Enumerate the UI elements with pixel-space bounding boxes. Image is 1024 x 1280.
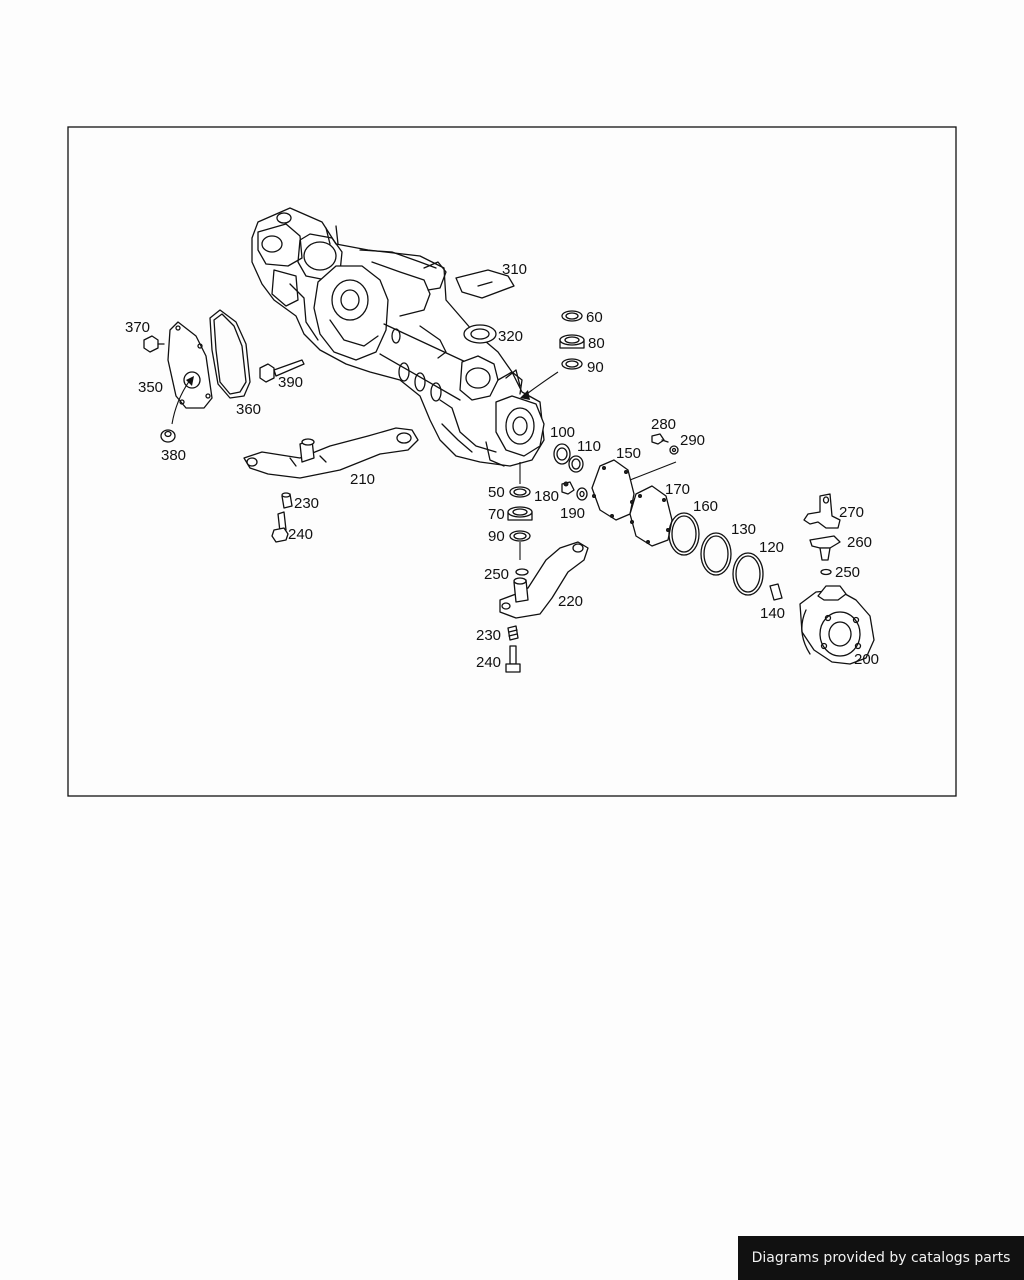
callout-220: 220 — [558, 593, 583, 610]
plate-310 — [455, 269, 515, 299]
nipple-180 — [561, 481, 575, 495]
callout-90-top: 90 — [587, 359, 604, 376]
callout-310: 310 — [502, 261, 527, 278]
callout-260: 260 — [847, 534, 872, 551]
steering-lever-210 — [243, 427, 419, 479]
callout-280: 280 — [651, 416, 676, 433]
bracket-270 — [803, 493, 841, 529]
gasket-170 — [629, 485, 673, 547]
callout-250-center: 250 — [484, 566, 509, 583]
ring-160 — [668, 512, 700, 556]
callout-130: 130 — [731, 521, 756, 538]
credit-banner: Diagrams provided by catalogs parts — [738, 1236, 1024, 1280]
diagram-frame — [67, 126, 957, 797]
callout-270: 270 — [839, 504, 864, 521]
callout-240-bottom: 240 — [476, 654, 501, 671]
key-140 — [769, 583, 783, 601]
seal-60 — [561, 310, 583, 322]
bolt-240-bottom — [505, 645, 521, 673]
callout-50: 50 — [488, 484, 505, 501]
gasket-360 — [209, 309, 251, 399]
callout-80: 80 — [588, 335, 605, 352]
ring-110 — [568, 455, 584, 473]
callout-170: 170 — [665, 481, 690, 498]
callout-180: 180 — [534, 488, 559, 505]
bushing-230-bottom — [507, 625, 519, 641]
callout-160: 160 — [693, 498, 718, 515]
callout-360: 360 — [236, 401, 261, 418]
callout-120: 120 — [759, 539, 784, 556]
bushing-100 — [553, 443, 571, 465]
bolt-240-left — [271, 511, 289, 543]
seal-90-top — [561, 358, 583, 370]
bolt-390 — [259, 359, 305, 383]
ring-250-center — [515, 568, 529, 576]
callout-60: 60 — [586, 309, 603, 326]
callout-70: 70 — [488, 506, 505, 523]
callout-150: 150 — [616, 445, 641, 462]
callout-390: 390 — [278, 374, 303, 391]
callout-230-bottom: 230 — [476, 627, 501, 644]
washer-290 — [669, 445, 679, 455]
ring-130 — [700, 532, 732, 576]
ring-250-right — [820, 568, 832, 576]
bearing-80 — [559, 334, 585, 349]
steering-arm-220 — [499, 541, 589, 619]
callout-90-bottom: 90 — [488, 528, 505, 545]
callout-210: 210 — [350, 471, 375, 488]
bushing-230-left — [281, 492, 293, 509]
callout-200: 200 — [854, 651, 879, 668]
washer-320 — [463, 324, 497, 344]
callout-110: 110 — [577, 438, 601, 455]
seal-50 — [509, 486, 531, 498]
pin-260 — [809, 535, 841, 561]
washer-190 — [576, 487, 588, 501]
callout-350: 350 — [138, 379, 163, 396]
callout-140: 140 — [760, 605, 785, 622]
callout-320: 320 — [498, 328, 523, 345]
cover-plate-350 — [167, 321, 213, 409]
bearing-70 — [507, 506, 533, 521]
callout-190: 190 — [560, 505, 585, 522]
seal-90-bottom — [509, 530, 531, 542]
gasket-150 — [591, 459, 635, 521]
callout-240-left: 240 — [288, 526, 313, 543]
callout-250-right: 250 — [835, 564, 860, 581]
callouts: 310 320 60 80 90 370 350 360 390 380 210… — [125, 261, 879, 671]
callout-370: 370 — [125, 319, 150, 336]
nut-380 — [160, 429, 176, 443]
callout-290: 290 — [680, 432, 705, 449]
callout-230-left: 230 — [294, 495, 319, 512]
callout-100: 100 — [550, 424, 575, 441]
axle-housing — [251, 207, 545, 467]
bolt-370 — [143, 335, 165, 353]
bolt-280 — [651, 433, 669, 445]
callout-380: 380 — [161, 447, 186, 464]
ring-120 — [732, 552, 764, 596]
steering-knuckle-200 — [799, 585, 875, 665]
